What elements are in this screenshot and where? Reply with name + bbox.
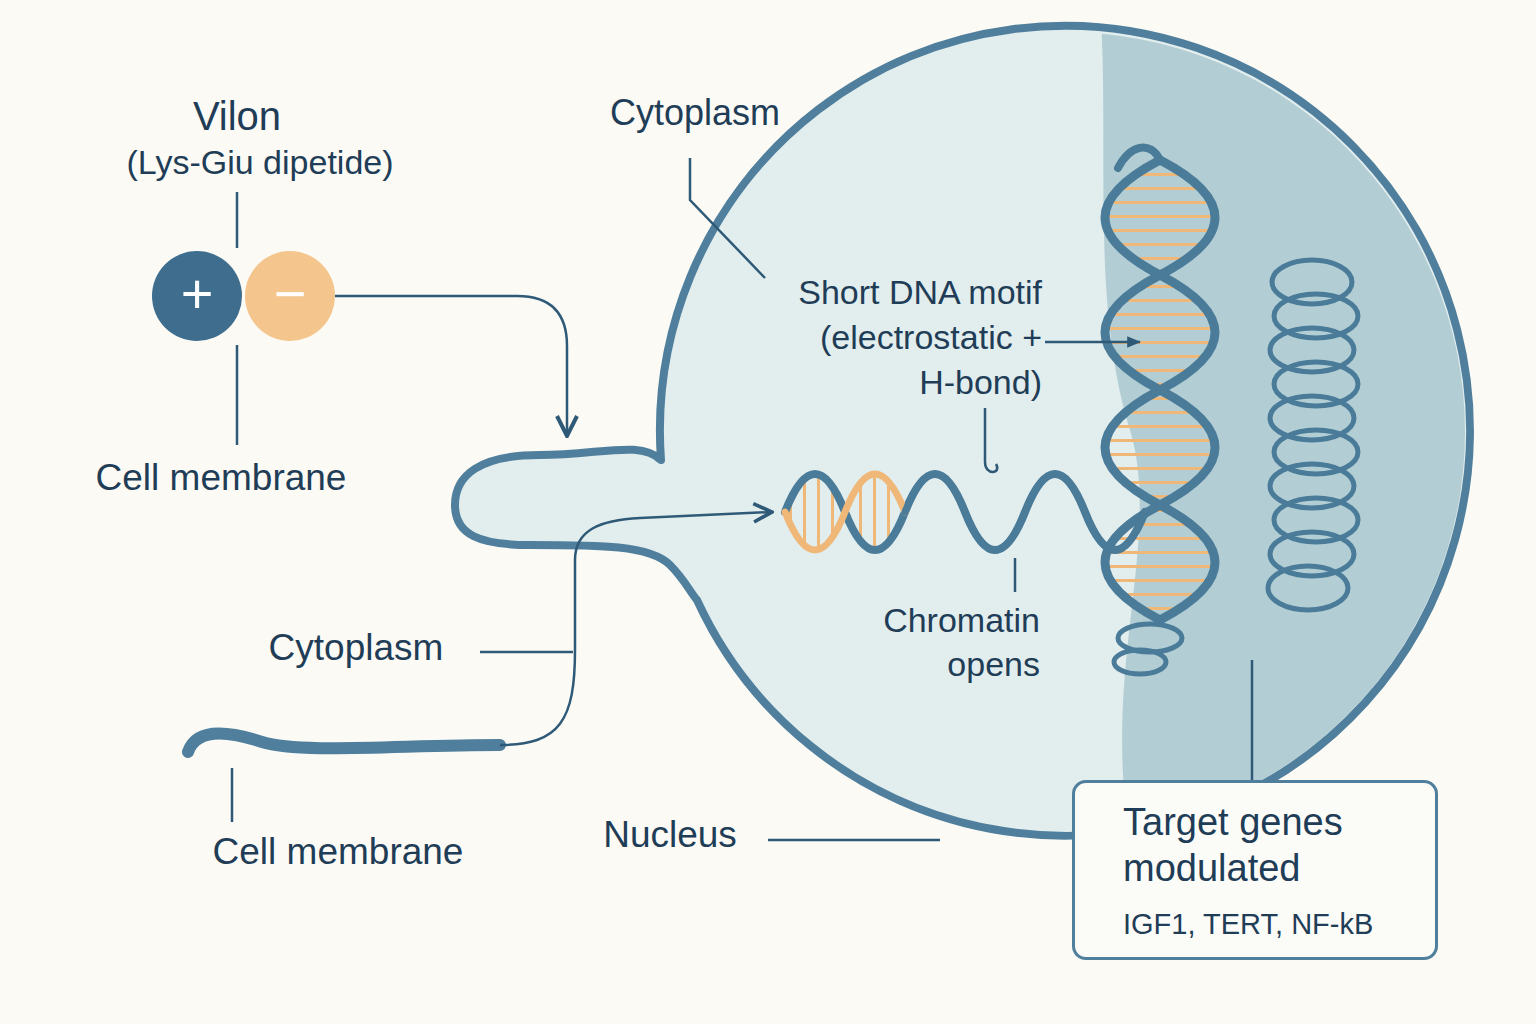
part-label: Cell membrane xyxy=(213,831,464,873)
node-text: Chromatin opens xyxy=(840,598,1040,686)
membrane-segment xyxy=(188,733,500,752)
part-label: Nucleus xyxy=(603,814,737,856)
charge-circle: + xyxy=(152,251,242,341)
charge-circle: − xyxy=(245,251,335,341)
peptide-label: (Lys-Giu dipetide) xyxy=(126,143,393,182)
part-label: Cytoplasm xyxy=(610,92,780,134)
target-box: Target genes modulatedIGF1, TERT, NF-kB xyxy=(1072,780,1438,960)
charge-sign: + xyxy=(152,251,242,341)
part-label: Cell membrane xyxy=(96,457,347,499)
cell-membrane-outline xyxy=(455,26,1470,836)
node-heading: Short DNA motif (electrostatic + H-bond) xyxy=(787,270,1042,405)
peptide-label: Vilon xyxy=(193,94,281,139)
cell-outline-shape xyxy=(450,22,1480,847)
node-heading: Target genes modulated xyxy=(1123,799,1423,891)
flow-arrow xyxy=(335,296,567,436)
cell-outline: Short DNA motif (electrostatic + H-bond)… xyxy=(450,22,1480,847)
charge-sign: − xyxy=(245,251,335,341)
part-label: Cytoplasm xyxy=(269,627,444,669)
node-text: IGF1, TERT, NF-kB xyxy=(1123,905,1453,943)
